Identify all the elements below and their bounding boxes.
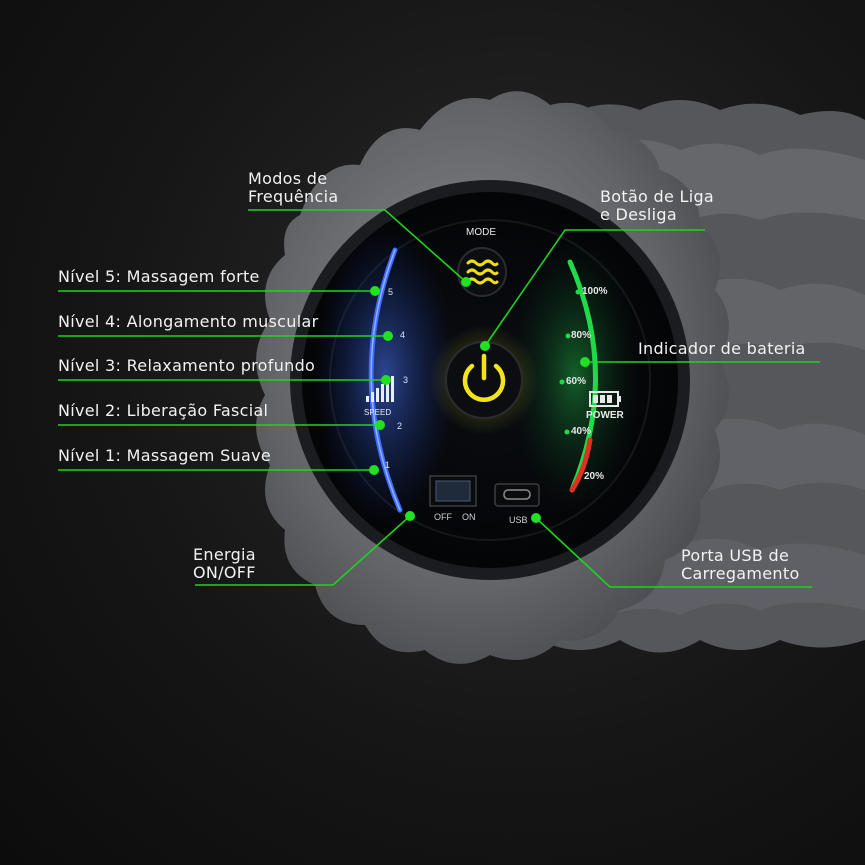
speed-bars-icon <box>366 376 394 402</box>
speed-number-1: 1 <box>385 460 391 470</box>
speed-label: SPEED <box>364 408 392 417</box>
usb-port[interactable] <box>494 483 540 507</box>
label-usb-port: Porta USB de Carregamento <box>681 546 800 583</box>
switch-off-label: OFF <box>434 512 452 522</box>
label-level-1: Nível 1: Massagem Suave <box>58 446 271 465</box>
callout-dots <box>369 277 590 523</box>
speed-number-2: 2 <box>397 421 403 431</box>
label-level-2: Nível 2: Liberação Fascial <box>58 401 269 420</box>
speed-number-3: 3 <box>403 375 409 385</box>
switch-on-label: ON <box>462 512 476 522</box>
battery-icon <box>589 391 621 407</box>
label-frequency-modes: Modos de Frequência <box>248 169 339 206</box>
label-energy-switch: Energia ON/OFF <box>193 545 256 582</box>
power-icon <box>462 353 506 402</box>
battery-level-40: 40% <box>571 426 592 437</box>
battery-level-100: 100% <box>582 286 608 297</box>
callout-lines <box>58 209 820 588</box>
speed-number-5: 5 <box>388 287 394 297</box>
label-battery-indicator: Indicador de bateria <box>638 339 806 358</box>
battery-level-20: 20% <box>584 471 605 482</box>
usb-label: USB <box>509 515 528 525</box>
waves-icon <box>466 259 499 285</box>
power-label: POWER <box>586 410 624 421</box>
battery-level-80: 80% <box>571 330 592 341</box>
label-level-5: Nível 5: Massagem forte <box>58 267 260 286</box>
battery-arc-low <box>569 437 593 493</box>
speed-number-4: 4 <box>400 330 406 340</box>
label-power-button: Botão de Liga e Desliga <box>600 187 715 224</box>
label-level-4: Nível 4: Alongamento muscular <box>58 312 319 331</box>
label-level-3: Nível 3: Relaxamento profundo <box>58 356 316 375</box>
mode-label: MODE <box>466 227 496 238</box>
battery-level-60: 60% <box>566 376 587 387</box>
